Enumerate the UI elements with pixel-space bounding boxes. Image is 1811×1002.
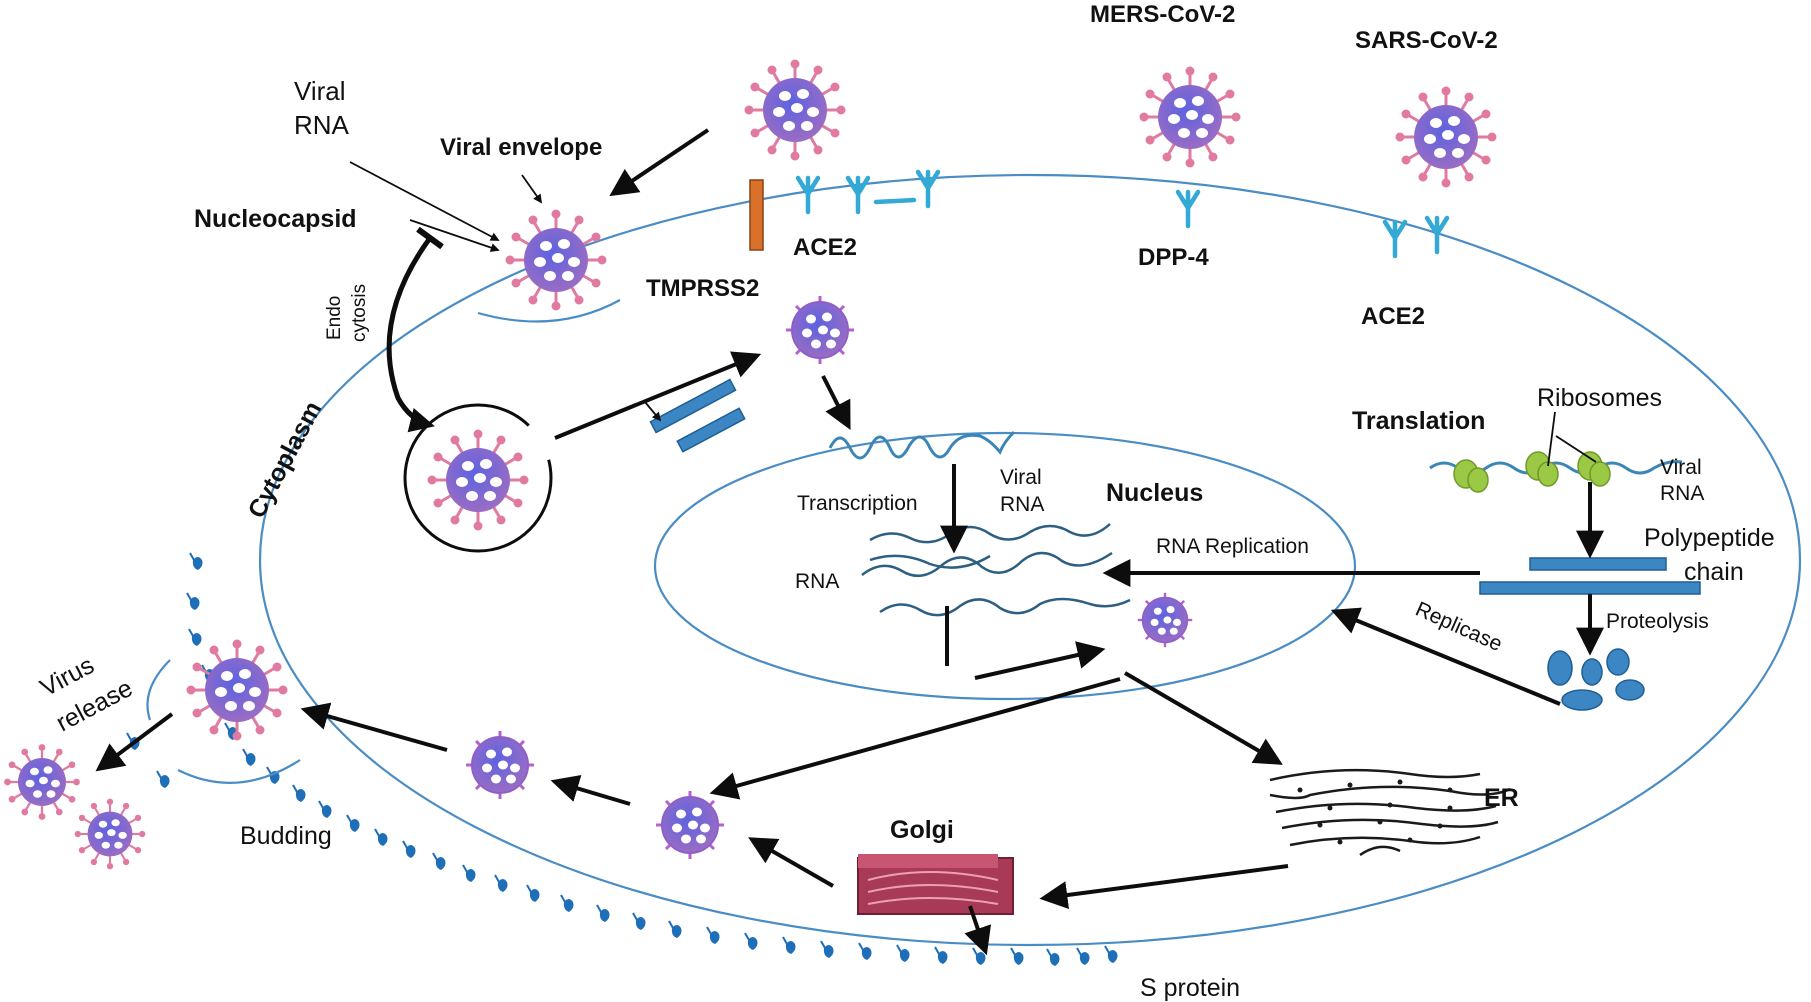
label-s-protein: S protein bbox=[1140, 974, 1240, 1002]
label-transcription: Transcription bbox=[797, 492, 918, 515]
ribosomes-icon bbox=[1453, 451, 1611, 493]
label-translation: Translation bbox=[1352, 407, 1485, 435]
label-viral-rna-ribo-1: Viral bbox=[1660, 456, 1702, 479]
label-nucleocapsid: Nucleocapsid bbox=[194, 205, 357, 233]
virus-entering bbox=[743, 58, 847, 162]
dpp4-receptor bbox=[1178, 192, 1198, 226]
viral-rna-strand bbox=[828, 430, 1016, 460]
label-viral-rna-nuc-1: Viral bbox=[1000, 466, 1042, 489]
tmprss2-protease bbox=[749, 179, 764, 251]
label-endo-2: cytosis bbox=[349, 284, 370, 342]
sars-virus bbox=[1394, 85, 1498, 189]
label-endo-1: Endo bbox=[324, 296, 345, 340]
label-cytoplasm: Cytoplasm bbox=[243, 397, 328, 523]
label-ribosomes: Ribosomes bbox=[1537, 384, 1662, 412]
label-viral-envelope: Viral envelope bbox=[440, 134, 602, 161]
label-viral-rna-top-1: Viral bbox=[294, 76, 346, 106]
label-polypeptide-1: Polypeptide bbox=[1644, 524, 1775, 552]
ace2-receptors-right bbox=[1385, 218, 1447, 256]
nucleus-membrane bbox=[653, 431, 1357, 701]
label-rna: RNA bbox=[795, 570, 839, 593]
label-er: ER bbox=[1484, 784, 1519, 812]
label-budding: Budding bbox=[240, 822, 332, 850]
label-golgi: Golgi bbox=[890, 816, 954, 844]
virion-assembled-1 bbox=[464, 729, 536, 801]
virus-with-envelope bbox=[504, 208, 608, 312]
virion-after-fusion bbox=[784, 294, 856, 366]
released-virus-2 bbox=[73, 797, 147, 871]
virion-assembled-2 bbox=[654, 789, 726, 861]
rna-strands bbox=[861, 523, 1131, 617]
er-ribosome-dots bbox=[1297, 779, 1453, 845]
er-icon bbox=[1269, 768, 1511, 857]
budding-virus bbox=[185, 638, 289, 742]
endosome bbox=[403, 403, 553, 553]
label-viral-rna-nuc-2: RNA bbox=[1000, 493, 1044, 516]
budding-envelope-arc bbox=[177, 759, 301, 784]
polypeptide-chain bbox=[1479, 557, 1701, 595]
viral-envelope-arc bbox=[477, 299, 621, 323]
label-rna-replication: RNA Replication bbox=[1156, 535, 1309, 558]
ace2-receptors-left bbox=[798, 172, 938, 212]
label-proteolysis: Proteolysis bbox=[1606, 610, 1709, 633]
label-ace2-left: ACE2 bbox=[793, 234, 857, 261]
label-tmprss2: TMPRSS2 bbox=[646, 275, 759, 302]
virion-in-nucleus bbox=[1136, 591, 1194, 649]
endosome-virus bbox=[426, 428, 530, 532]
cell-membrane bbox=[258, 173, 1802, 947]
label-viral-rna-top-2: RNA bbox=[294, 110, 350, 140]
label-mers: MERS-CoV-2 bbox=[1090, 1, 1235, 28]
label-viral-rna-ribo-2: RNA bbox=[1660, 482, 1704, 505]
endocytosis-arrow bbox=[386, 226, 444, 433]
process-arrows bbox=[95, 128, 1604, 956]
label-nucleus: Nucleus bbox=[1106, 479, 1203, 507]
proteolysis-products bbox=[1547, 648, 1645, 711]
label-ace2-right: ACE2 bbox=[1361, 303, 1425, 330]
budding-envelope-arc-2 bbox=[146, 659, 171, 721]
label-polypeptide-2: chain bbox=[1684, 558, 1744, 586]
released-genome-bars bbox=[649, 378, 746, 453]
released-virus-1 bbox=[3, 743, 81, 821]
golgi-icon bbox=[857, 854, 1014, 915]
label-sars: SARS-CoV-2 bbox=[1355, 27, 1498, 54]
label-dpp4: DPP-4 bbox=[1138, 244, 1209, 271]
mers-virus bbox=[1138, 65, 1242, 169]
